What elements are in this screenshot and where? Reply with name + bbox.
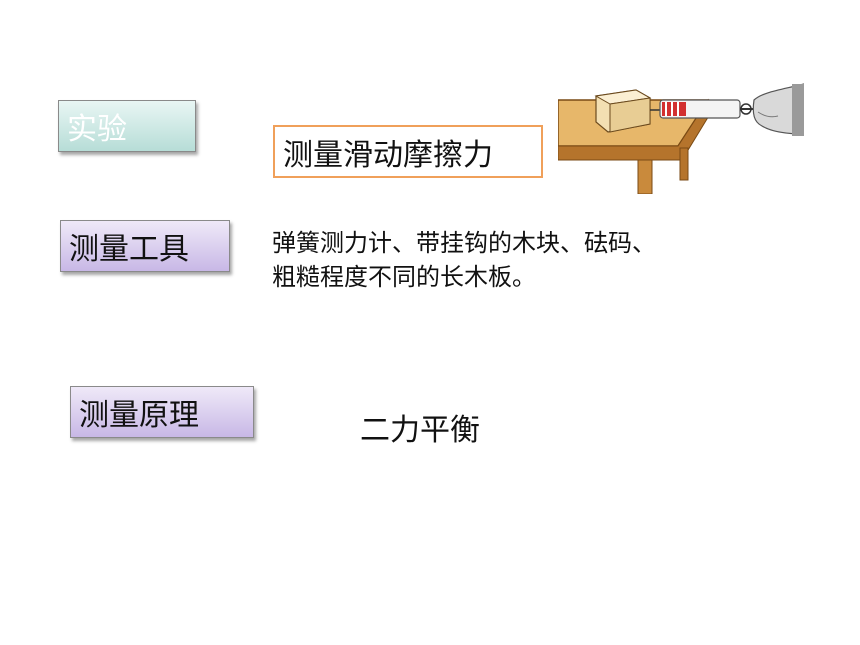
tools-line-2: 粗糙程度不同的长木板。 (272, 263, 536, 291)
measurement-principle-label-text: 测量原理 (79, 398, 199, 433)
tools-line-1: 弹簧测力计、带挂钩的木块、砝码、 (272, 229, 656, 257)
measurement-principle-label: 测量原理 (70, 386, 254, 438)
measurement-principle-value: 二力平衡 (360, 413, 480, 448)
measurement-tools-list: 弹簧测力计、带挂钩的木块、砝码、 粗糙程度不同的长木板。 (272, 226, 742, 294)
experiment-label: 实验 (58, 100, 196, 152)
experiment-title: 测量滑动摩擦力 (273, 125, 543, 178)
spring-scale-pulling-block-icon (558, 83, 804, 194)
experiment-title-text: 测量滑动摩擦力 (283, 137, 493, 173)
measurement-tools-label-text: 测量工具 (69, 232, 189, 267)
measurement-tools-label: 测量工具 (60, 220, 230, 272)
experiment-label-text: 实验 (67, 112, 127, 147)
